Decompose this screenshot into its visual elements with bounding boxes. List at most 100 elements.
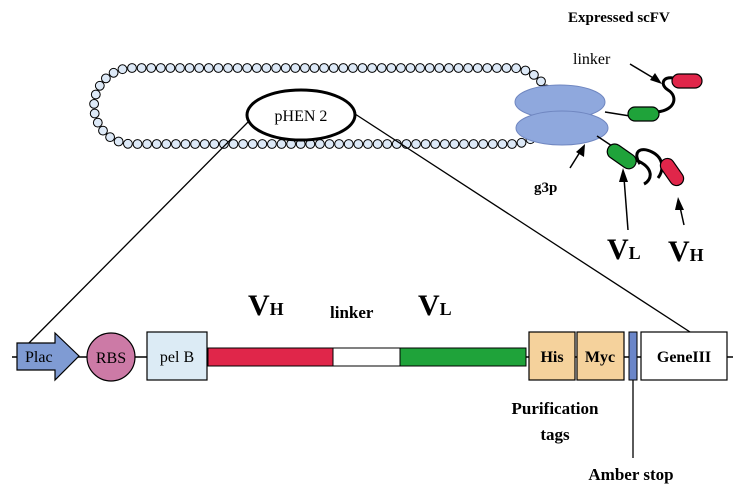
plasmid-bead bbox=[511, 63, 521, 74]
plasmid-bead bbox=[353, 139, 364, 149]
vh-label-construct: VH bbox=[248, 289, 284, 322]
plasmid-bead bbox=[516, 137, 527, 148]
scfv-lower-stalk bbox=[596, 135, 613, 147]
gene3-label: GeneIII bbox=[657, 349, 711, 366]
plasmid-bead bbox=[117, 64, 128, 75]
plasmid-bead bbox=[444, 63, 454, 73]
plasmid-bead bbox=[257, 139, 268, 149]
arrowhead-vh bbox=[675, 197, 684, 210]
plasmid-bead bbox=[105, 132, 115, 143]
plasmid-label: pHEN 2 bbox=[275, 108, 328, 125]
plasmid-bead bbox=[127, 63, 137, 73]
plasmid-bead bbox=[101, 73, 111, 84]
linker-segment bbox=[332, 347, 401, 367]
plasmid-bead bbox=[338, 63, 349, 73]
plasmid-bead bbox=[165, 63, 176, 73]
arrowhead-g3p bbox=[576, 144, 585, 157]
plasmid-bead bbox=[382, 139, 393, 149]
plasmid-bead bbox=[497, 139, 508, 149]
purification-tags-label-line1: Purification bbox=[512, 399, 599, 418]
plasmid-bead bbox=[203, 63, 214, 73]
plasmid-bead bbox=[439, 139, 450, 149]
scfv-upper-vl-domain bbox=[627, 106, 660, 122]
plasmid-bead bbox=[449, 139, 460, 149]
plasmid-bead bbox=[251, 63, 262, 73]
plasmid-bead bbox=[386, 63, 397, 73]
plasmid-bead bbox=[324, 139, 335, 149]
plasmid-bead bbox=[420, 139, 431, 149]
plasmid-bead bbox=[280, 63, 291, 73]
plasmid-bead bbox=[261, 63, 272, 73]
vl-label-construct: VL bbox=[418, 289, 452, 322]
plasmid-bead bbox=[171, 139, 181, 149]
plac-promoter bbox=[16, 331, 80, 382]
plasmid-bead bbox=[113, 136, 124, 147]
plasmid-bead bbox=[315, 139, 325, 149]
scfv-upper-stalk bbox=[604, 111, 631, 117]
plasmid-bead bbox=[396, 63, 406, 73]
plasmid-bead bbox=[90, 89, 101, 100]
vh-segment bbox=[207, 347, 334, 367]
plasmid-bead bbox=[492, 63, 502, 73]
g3p-label: g3p bbox=[534, 180, 557, 196]
plasmid-bead bbox=[98, 125, 108, 136]
plasmid-bead bbox=[228, 139, 239, 149]
plasmid-bead bbox=[529, 70, 539, 80]
plasmid-bead bbox=[238, 139, 249, 149]
plasmid-bead bbox=[376, 63, 387, 73]
rbs-element bbox=[86, 332, 136, 382]
plasmid-bead bbox=[89, 99, 99, 109]
plasmid-bead bbox=[142, 139, 153, 149]
plasmid-bead bbox=[123, 138, 133, 149]
pelb-label: pel B bbox=[160, 349, 194, 366]
plasmid-bead bbox=[424, 63, 435, 73]
plasmid-bead bbox=[468, 139, 479, 149]
pelb-signal bbox=[146, 331, 208, 381]
plasmid-bead bbox=[478, 139, 489, 149]
expressed-scfv-label: Expressed scFV bbox=[568, 10, 670, 26]
plasmid-bead bbox=[175, 63, 185, 73]
vl-label-large: VL bbox=[607, 233, 641, 266]
plasmid-bead bbox=[184, 63, 195, 73]
plasmid-bead bbox=[411, 139, 421, 149]
plasmid-bead bbox=[334, 139, 345, 149]
plac-label: Plac bbox=[25, 349, 53, 366]
plasmid-bead bbox=[300, 63, 310, 73]
plasmid-bead bbox=[434, 63, 445, 73]
plasmid-bead bbox=[520, 65, 531, 76]
plasmid-bead bbox=[242, 63, 253, 73]
plasmid-bead bbox=[232, 63, 243, 73]
arrowhead-vl bbox=[619, 168, 628, 182]
plasmid-bead bbox=[367, 63, 378, 73]
plasmid-label-ellipse bbox=[245, 88, 357, 142]
gene3 bbox=[640, 331, 728, 381]
plasmid-bead bbox=[319, 63, 330, 73]
plasmid-bead bbox=[363, 139, 373, 149]
plasmid-bead bbox=[328, 63, 339, 73]
plasmid-bead bbox=[501, 63, 512, 73]
his-tag-label: His bbox=[540, 349, 563, 366]
arrow-vl bbox=[623, 177, 629, 231]
plasmid-bead bbox=[415, 63, 426, 73]
plasmid-bead bbox=[89, 108, 100, 119]
scfv-lower-linker bbox=[635, 148, 664, 186]
myc-tag-label: Myc bbox=[585, 349, 615, 366]
amber-stop-marker bbox=[628, 331, 638, 381]
plasmid-bead bbox=[190, 139, 201, 149]
plasmid-bead bbox=[405, 63, 416, 73]
zoom-line-left bbox=[21, 117, 253, 351]
plasmid-bead bbox=[247, 139, 258, 149]
his-tag bbox=[528, 331, 576, 381]
plasmid-bead bbox=[136, 63, 147, 73]
plasmid-bead bbox=[507, 139, 517, 149]
plasmid-bead bbox=[223, 63, 233, 73]
plasmid-bead bbox=[180, 139, 191, 149]
plasmid-bead bbox=[146, 63, 157, 73]
plasmid-bead bbox=[487, 139, 498, 149]
vl-segment bbox=[399, 347, 527, 367]
plasmid-bead bbox=[108, 67, 119, 78]
plasmid-bead bbox=[132, 139, 143, 149]
plasmid-bead bbox=[213, 63, 224, 73]
plasmid-bead bbox=[92, 117, 103, 128]
